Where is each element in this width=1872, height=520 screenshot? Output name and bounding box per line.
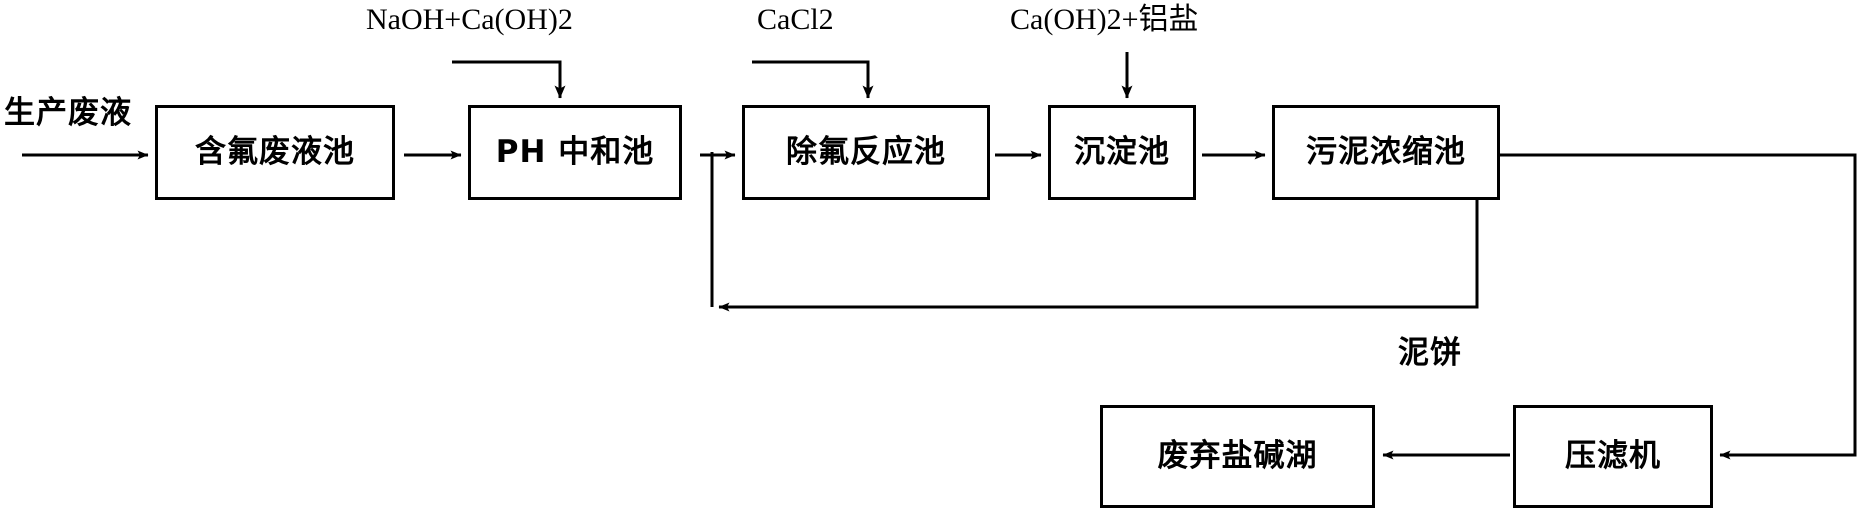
node-sedimentation-pool[interactable]: 沉淀池 (1048, 105, 1196, 200)
connector-naoh-dose-into-ph-pool (452, 60, 566, 99)
label-mud-cake: 泥饼 (1398, 335, 1462, 371)
label-production-waste-liquid: 生产废液 (4, 95, 132, 131)
node-label-sludge-thickener: 污泥浓缩池 (1306, 134, 1466, 170)
label-cacl2-reagent: CaCl2 (757, 3, 834, 36)
node-fluoride-waste-pool[interactable]: 含氟废液池 (155, 105, 395, 200)
connector-cacl2-dose-into-defluorination (752, 60, 874, 99)
node-waste-salt-lake[interactable]: 废弃盐碱湖 (1100, 405, 1375, 508)
node-ph-neutralization-pool[interactable]: PH 中和池 (468, 105, 682, 200)
node-label-filter-press: 压滤机 (1565, 438, 1661, 474)
node-label-fluoride-waste-pool: 含氟废液池 (195, 134, 355, 170)
node-label-defluorination-reactor: 除氟反应池 (786, 134, 946, 170)
node-label-waste-salt-lake: 废弃盐碱湖 (1157, 438, 1318, 474)
label-caoh2-aluminum-salt-reagent: Ca(OH)2+铝盐 (1010, 3, 1199, 36)
node-filter-press[interactable]: 压滤机 (1513, 405, 1713, 508)
node-label-sedimentation-pool: 沉淀池 (1074, 134, 1170, 170)
node-sludge-thickener[interactable]: 污泥浓缩池 (1272, 105, 1500, 200)
label-naoh-caoh2-reagent: NaOH+Ca(OH)2 (366, 3, 573, 36)
node-label-ph-neutralization-pool: PH 中和池 (495, 134, 655, 170)
node-defluorination-reactor[interactable]: 除氟反应池 (742, 105, 990, 200)
